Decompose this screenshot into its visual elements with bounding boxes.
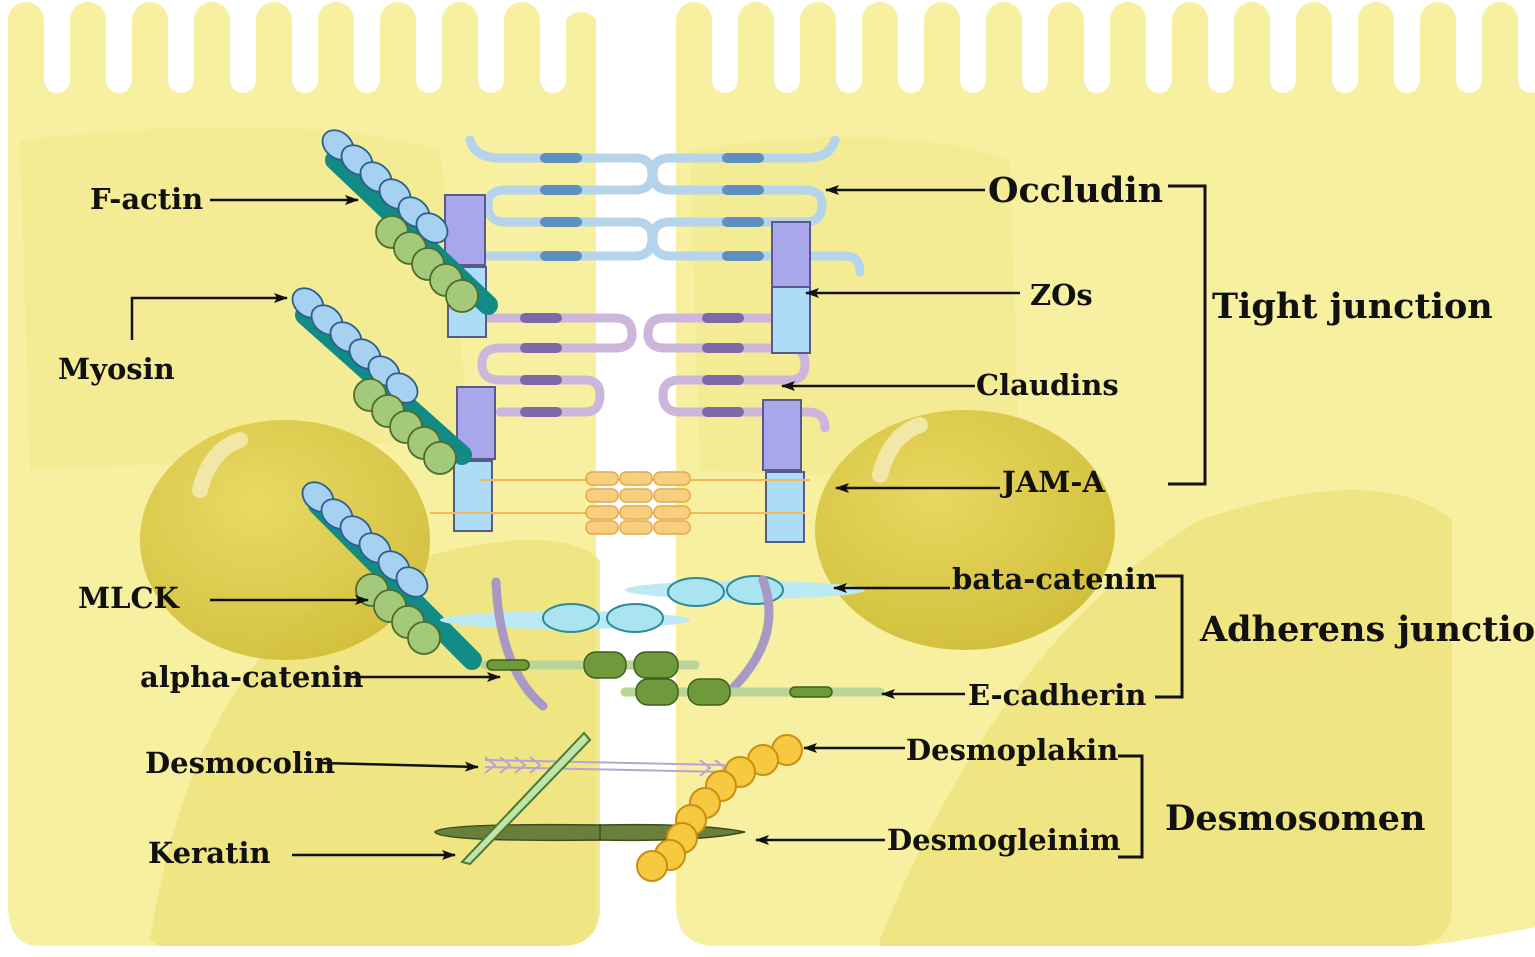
right-arrows (755, 185, 1020, 845)
left-arrows (130, 195, 501, 860)
right-nucleus (815, 410, 1115, 650)
label-jam-a: JAM-A (999, 465, 1105, 499)
actin-myosin-bundle-2 (291, 287, 472, 475)
group-desmosomen: Desmosomen (1165, 798, 1426, 839)
desmosome-proteins (434, 731, 803, 882)
right-cell (676, 2, 1535, 946)
label-desmogleinim: Desmogleinim (887, 823, 1121, 857)
actin-myosin-bundle-3 (301, 481, 482, 670)
label-mlck: MLCK (78, 581, 181, 615)
label-f-actin: F-actin (90, 182, 203, 216)
zo-proteins (444, 194, 811, 543)
label-alpha-catenin: alpha-catenin (140, 660, 363, 694)
adherens-proteins (440, 575, 885, 711)
group-tight-junction: Tight junction (1212, 286, 1493, 327)
group-adherens-junction: Adherens junction (1199, 609, 1535, 650)
label-occludin: Occludin (988, 170, 1163, 211)
jam-a-proteins (430, 471, 810, 535)
label-myosin: Myosin (58, 352, 175, 386)
label-zos: ZOs (1030, 278, 1093, 312)
label-bata-catenin: bata-catenin (952, 562, 1157, 596)
label-claudins: Claudins (976, 368, 1119, 402)
left-cell (8, 2, 601, 946)
label-desmoplakin: Desmoplakin (906, 733, 1118, 767)
claudin-strands (455, 313, 830, 433)
actin-myosin-bundle-1 (321, 129, 498, 315)
label-keratin: Keratin (148, 836, 271, 870)
group-brackets (1118, 184, 1207, 859)
label-desmocolin: Desmocolin (145, 746, 335, 780)
label-e-cadherin: E-cadherin (968, 678, 1146, 712)
occludin-strands (465, 135, 865, 277)
